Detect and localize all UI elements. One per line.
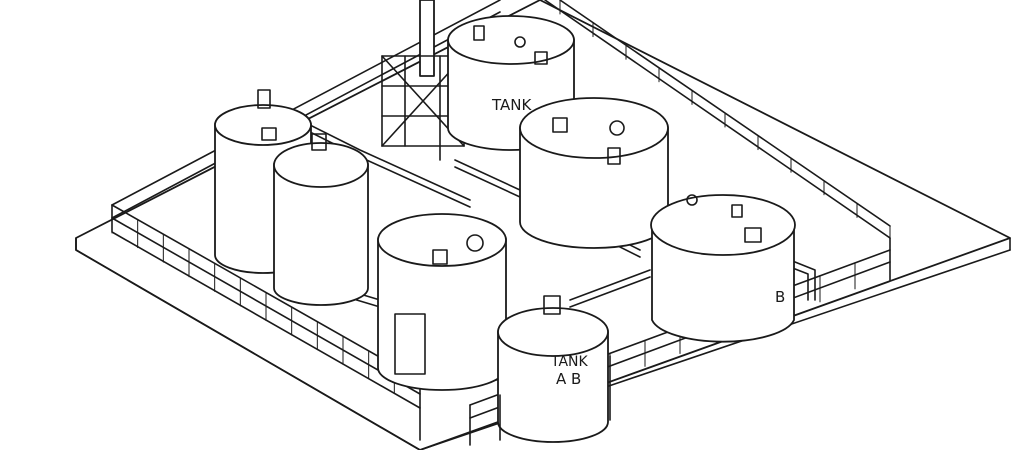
front-railing (469, 355, 611, 446)
tank-top-label: TANK (491, 96, 532, 114)
tank-front: TANK A B (497, 295, 609, 443)
tank-front-sublabel: A B (556, 370, 581, 388)
tank-middle-right (519, 97, 669, 249)
tank-right: B (650, 194, 796, 343)
tank-right-label: B (775, 288, 785, 306)
tank-left-front (273, 133, 369, 306)
tank-center (377, 213, 507, 391)
tank-front-label: TANK (550, 354, 589, 370)
